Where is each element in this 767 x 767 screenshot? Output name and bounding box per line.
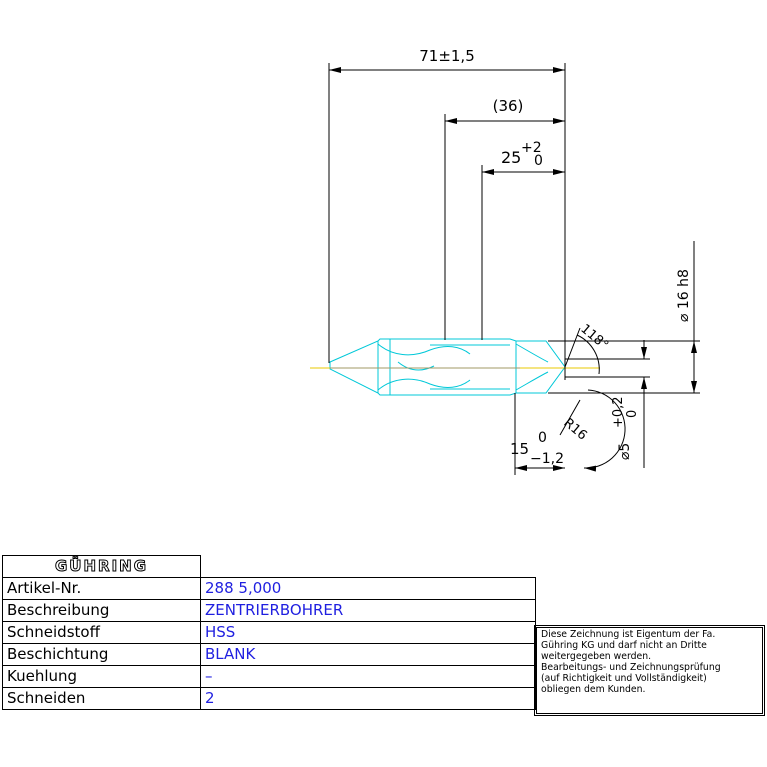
pilot-diameter-tol-lower-text: 0 bbox=[625, 410, 640, 418]
row-label-beschichtung: Beschichtung bbox=[2, 643, 201, 666]
dimension-lines bbox=[328, 63, 700, 475]
row-label-schneidstoff: Schneidstoff bbox=[2, 621, 201, 644]
title-block-logo-row: GÜHRING bbox=[2, 555, 536, 578]
point-angle-text: 118° bbox=[577, 322, 611, 354]
notice-line: Bearbeitungs- und Zeichnungsprüfung bbox=[541, 661, 721, 673]
title-block-row: Schneidstoff HSS bbox=[2, 621, 536, 644]
flute-length-tol-upper-text: +2 bbox=[521, 140, 542, 156]
row-value-kuehlung: – bbox=[200, 665, 536, 688]
row-value-beschreibung: ZENTRIERBOHRER bbox=[200, 599, 536, 622]
shank-diameter-text: ⌀ 16 h8 bbox=[676, 269, 692, 322]
notice-line: Gühring KG und darf nicht an Dritte bbox=[541, 639, 707, 651]
pilot-length-base-text: 15 bbox=[510, 440, 529, 458]
notice-line: weitergegeben werden. bbox=[541, 650, 652, 662]
guehring-logo: GÜHRING bbox=[2, 555, 201, 578]
row-value-schneidstoff: HSS bbox=[200, 621, 536, 644]
radius-text: R16 bbox=[560, 416, 589, 444]
ownership-notice: Diese Zeichnung ist Eigentum der Fa. Güh… bbox=[534, 625, 765, 716]
flute-length-base-text: 25 bbox=[501, 148, 521, 167]
flute-length-tol-lower-text: 0 bbox=[534, 153, 543, 169]
title-block-row: Beschichtung BLANK bbox=[2, 643, 536, 666]
pilot-length-tol-lower-text: −1,2 bbox=[530, 451, 564, 467]
notice-line: obliegen dem Kunden. bbox=[541, 683, 646, 695]
overall-length-text: 71±1,5 bbox=[419, 47, 475, 65]
row-label-kuehlung: Kuehlung bbox=[2, 665, 201, 688]
row-label-artikel: Artikel-Nr. bbox=[2, 577, 201, 600]
drill-outline bbox=[329, 338, 566, 396]
dimension-texts: 71±1,5 (36) 25 +2 0 ⌀ 16 h8 118° R16 15 … bbox=[419, 47, 692, 467]
notice-line: (auf Richtigkeit und Vollständigkeit) bbox=[541, 672, 707, 684]
row-label-schneiden: Schneiden bbox=[2, 687, 201, 710]
row-label-beschreibung: Beschreibung bbox=[2, 599, 201, 622]
row-value-beschichtung: BLANK bbox=[200, 643, 536, 666]
shank-length-text: (36) bbox=[493, 97, 524, 115]
title-block-row: Beschreibung ZENTRIERBOHRER bbox=[2, 599, 536, 622]
pilot-diameter-tol-upper-text: +0,2 bbox=[611, 396, 626, 428]
pilot-diameter-base-text: ⌀5 bbox=[617, 443, 633, 460]
notice-line: Diese Zeichnung ist Eigentum der Fa. bbox=[541, 629, 716, 640]
title-block-row: Kuehlung – bbox=[2, 665, 536, 688]
row-value-artikel: 288 5,000 bbox=[200, 577, 536, 600]
row-value-schneiden: 2 bbox=[200, 687, 536, 710]
title-block-row: Artikel-Nr. 288 5,000 bbox=[2, 577, 536, 600]
title-block-row: Schneiden 2 bbox=[2, 687, 536, 710]
pilot-length-tol-upper-text: 0 bbox=[538, 430, 547, 446]
title-block-table: GÜHRING Artikel-Nr. 288 5,000 Beschreibu… bbox=[2, 555, 536, 710]
